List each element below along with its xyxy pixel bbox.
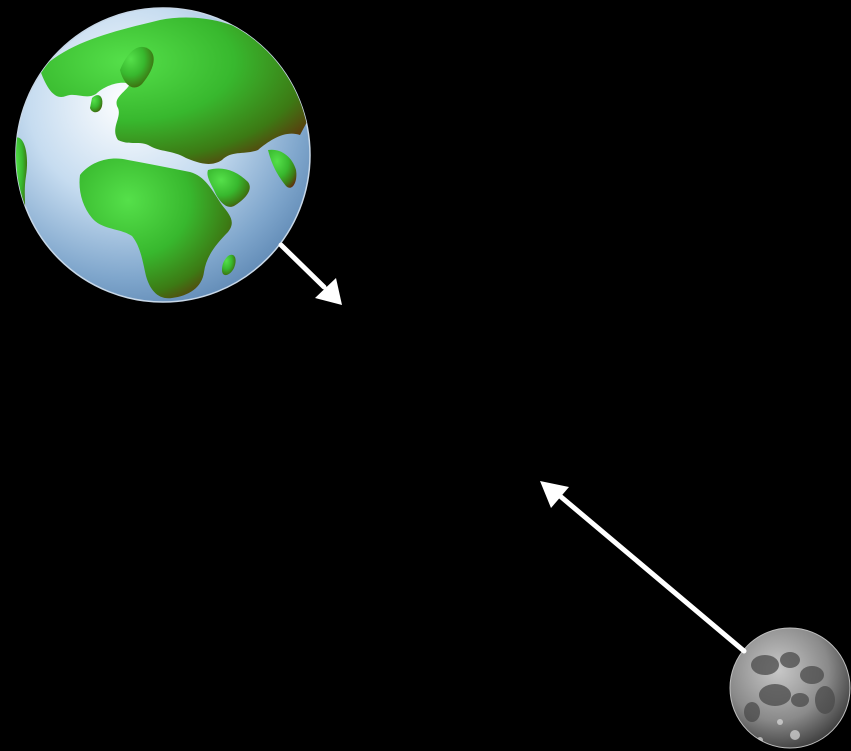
moon-crater: [790, 730, 800, 740]
moon: [730, 628, 850, 748]
moon-crater: [777, 719, 783, 725]
moon-surface: [730, 628, 850, 748]
